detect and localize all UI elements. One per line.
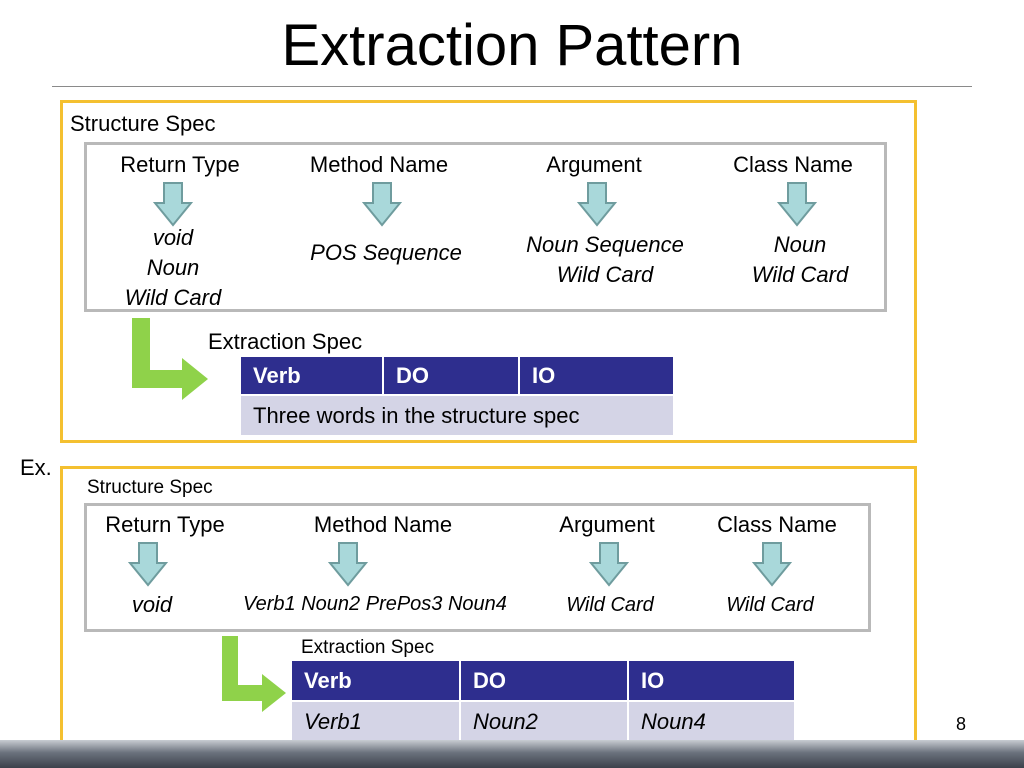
top-extraction-spec-label: Extraction Spec	[208, 329, 363, 354]
page-number: 8	[955, 714, 966, 734]
bottom-value-method-sequence: Verb1 Noun2 PrePos3 Noun4	[243, 593, 507, 615]
bottom-down-arrow-icon-1	[128, 542, 168, 587]
top-bend-arrow-icon	[132, 318, 208, 400]
top-value-noun: Noun	[146, 255, 200, 280]
bottom-extraction-table: Verb DO IO Verb1 Noun2 Noun4	[292, 661, 794, 741]
top-down-arrow-icon-3	[577, 182, 617, 227]
top-header-class-name: Class Name	[733, 152, 853, 177]
bottom-structure-spec-box	[84, 503, 871, 632]
bottom-extraction-spec-label: Extraction Spec	[301, 637, 435, 658]
top-class-name-values: Noun Wild Card	[720, 230, 880, 290]
bottom-value-argument-wild-card: Wild Card	[566, 594, 654, 616]
bottom-down-arrow-icon-2	[328, 542, 368, 587]
top-value-void: void	[152, 225, 194, 250]
top-return-type-values: void Noun Wild Card	[93, 223, 253, 313]
top-table-header-verb: Verb	[241, 357, 384, 395]
top-extraction-table: Verb DO IO Three words in the structure …	[241, 357, 673, 435]
top-value-wild-card: Wild Card	[124, 285, 222, 310]
top-table-row-cell: Three words in the structure spec	[241, 394, 673, 435]
title-divider	[52, 86, 972, 87]
bottom-table-header-verb: Verb	[292, 661, 461, 701]
top-value-class-wild-card: Wild Card	[751, 262, 849, 287]
example-label: Ex.	[20, 455, 52, 480]
top-value-argument-wild-card: Wild Card	[556, 262, 654, 287]
top-table-header-do: DO	[383, 357, 520, 395]
top-down-arrow-icon-1	[153, 182, 193, 227]
slide-title: Extraction Pattern	[281, 13, 743, 78]
top-down-arrow-icon-4	[777, 182, 817, 227]
bottom-down-arrow-icon-3	[589, 542, 629, 587]
bottom-table-cell-verb1: Verb1	[292, 700, 461, 741]
bottom-header-method-name: Method Name	[313, 512, 453, 537]
bottom-down-arrow-icon-4	[752, 542, 792, 587]
top-header-return-type: Return Type	[120, 152, 240, 177]
top-argument-values: Noun Sequence Wild Card	[495, 230, 715, 290]
bottom-table-cell-noun4: Noun4	[628, 700, 794, 741]
bottom-header-class-name: Class Name	[717, 512, 837, 537]
top-down-arrow-icon-2	[362, 182, 402, 227]
bottom-table-header-do: DO	[460, 661, 629, 701]
bottom-header-return-type: Return Type	[105, 512, 225, 537]
top-value-class-noun: Noun	[773, 232, 827, 257]
top-header-method-name: Method Name	[309, 152, 449, 177]
top-pattern-box	[60, 100, 917, 443]
bottom-header-argument: Argument	[559, 512, 655, 537]
top-value-pos-sequence: POS Sequence	[310, 240, 462, 265]
top-header-argument: Argument	[546, 152, 642, 177]
bottom-table-cell-noun2: Noun2	[460, 700, 629, 741]
bottom-bend-arrow-icon	[222, 636, 286, 712]
bottom-structure-spec-label: Structure Spec	[87, 477, 213, 498]
top-structure-spec-label: Structure Spec	[70, 111, 216, 136]
top-structure-spec-box	[84, 142, 887, 312]
bottom-table-header-io: IO	[628, 661, 794, 701]
bottom-value-class-wild-card: Wild Card	[726, 594, 814, 616]
footer-bar	[0, 740, 1024, 768]
bottom-value-void: void	[131, 592, 173, 617]
top-table-header-io: IO	[519, 357, 673, 395]
top-value-noun-sequence: Noun Sequence	[526, 232, 684, 257]
